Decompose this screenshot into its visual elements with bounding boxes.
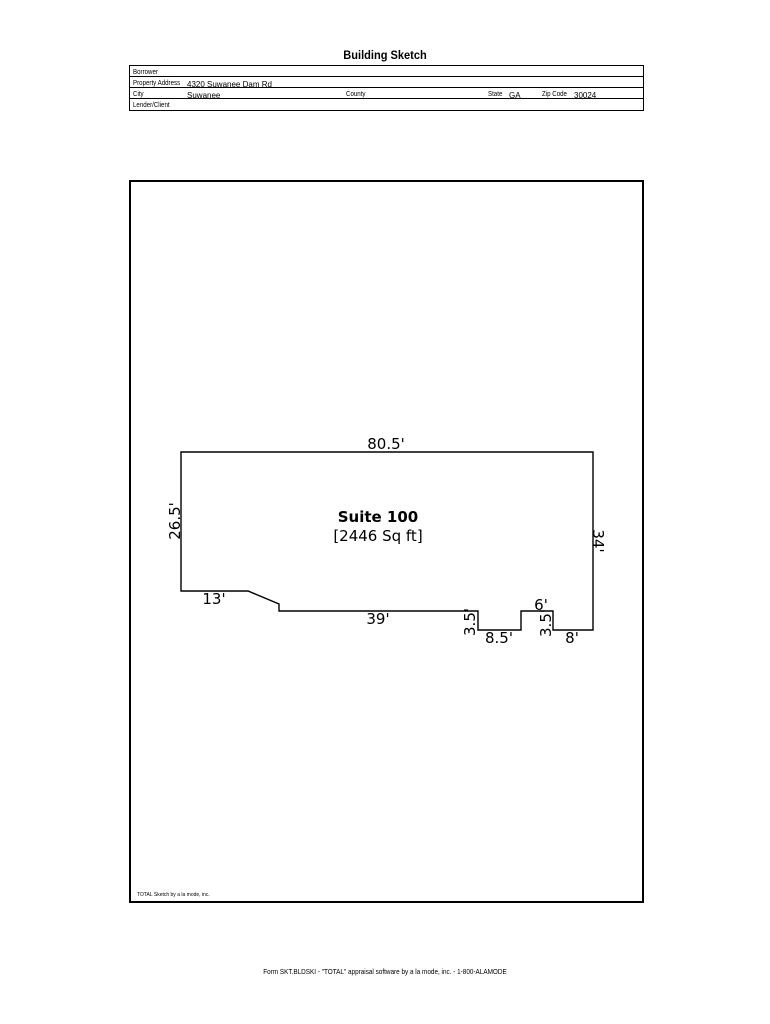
zip-value: 30024 [574,91,597,100]
dim-bottom-right-label: 8' [565,629,579,647]
address-row: Property Address 4320 Suwanee Dam Rd [130,77,643,89]
address-value: 4320 Suwanee Dam Rd [187,80,272,89]
dim-bottom-left-label: 13' [202,590,225,608]
lender-row: Lender/Client [130,99,643,110]
lender-label: Lender/Client [133,100,170,109]
address-label: Property Address [133,78,181,87]
area-name-label: Suite 100 [338,508,419,526]
state-label: State [488,89,503,98]
dim-top-label: 80.5' [367,435,405,453]
zip-label: Zip Code [542,89,567,98]
area-size-label: [2446 Sq ft] [333,527,422,545]
sketch-credit: TOTAL Sketch by a la mode, inc. [137,892,210,898]
county-label: County [346,89,366,98]
property-info-table: Borrower Property Address 4320 Suwanee D… [129,65,644,111]
dim-bump-width-label: 6' [534,596,548,614]
state-value: GA [509,91,521,100]
borrower-label: Borrower [133,67,158,76]
sketch-frame: TOTAL Sketch by a la mode, inc. [129,180,644,903]
dim-bottom-mid-label: 39' [366,610,389,628]
city-value: Suwanee [187,91,221,100]
form-footer: Form SKT.BLDSKI - "TOTAL" appraisal soft… [263,967,507,976]
city-label: City [133,89,144,98]
document-title: Building Sketch [343,48,427,62]
floor-plan-outline [180,451,594,631]
dim-notch2-height-label: 3.5' [537,609,555,637]
city-row: City Suwanee County State GA Zip Code 30… [130,88,643,100]
dim-notch1-width-label: 8.5' [485,629,513,647]
dim-left-label: 26.5' [166,502,184,540]
dim-right-label: 34' [589,529,607,552]
dim-notch1-height-label: 3.5' [461,608,479,636]
borrower-row: Borrower [130,66,643,77]
